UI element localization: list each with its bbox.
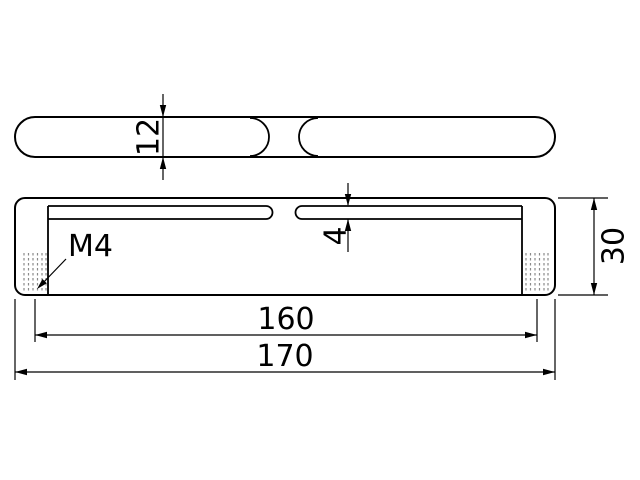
arrowhead-right-icon: [543, 368, 555, 376]
dimension-depth: 12: [132, 94, 167, 180]
arrowhead-down-icon: [590, 283, 598, 295]
top-view-outline: [14, 116, 556, 158]
dimension-overall-length: 170: [14, 299, 556, 380]
dimension-overall-length-label: 170: [256, 339, 313, 374]
slot-end-cap-left: [265, 205, 274, 220]
arrowhead-up-icon: [344, 219, 352, 231]
dimension-height: 30: [558, 197, 632, 296]
arrowhead-left-icon: [15, 368, 27, 376]
dimension-hole-spacing: 160: [34, 299, 538, 342]
top-view: [14, 116, 556, 158]
thread-callout: M4: [37, 229, 113, 289]
arrowhead-right-icon: [525, 331, 537, 339]
top-view-transition-arc-left: [249, 117, 270, 157]
front-view-outline: [14, 197, 556, 296]
arrowhead-up-icon: [590, 198, 598, 210]
dimension-hole-spacing-label: 160: [257, 302, 314, 337]
arrowhead-up-icon: [159, 157, 167, 169]
dimension-slot: 4: [319, 183, 354, 252]
thread-leader-line: [40, 258, 67, 286]
dimension-height-label: 30: [597, 227, 632, 265]
top-view-transition-arc-right: [298, 117, 319, 157]
arrowhead-down-icon: [159, 105, 167, 117]
arrowhead-down-icon: [344, 194, 352, 206]
dimension-slot-label: 4: [319, 226, 354, 245]
arrowhead-left-icon: [35, 331, 47, 339]
slot-end-cap-right: [294, 205, 303, 220]
leader-arrowhead-icon: [37, 279, 47, 289]
thread-hole-right: [525, 253, 549, 292]
thread-label: M4: [68, 229, 113, 264]
thread-hole-left: [23, 253, 47, 292]
dimension-depth-label: 12: [132, 118, 167, 156]
